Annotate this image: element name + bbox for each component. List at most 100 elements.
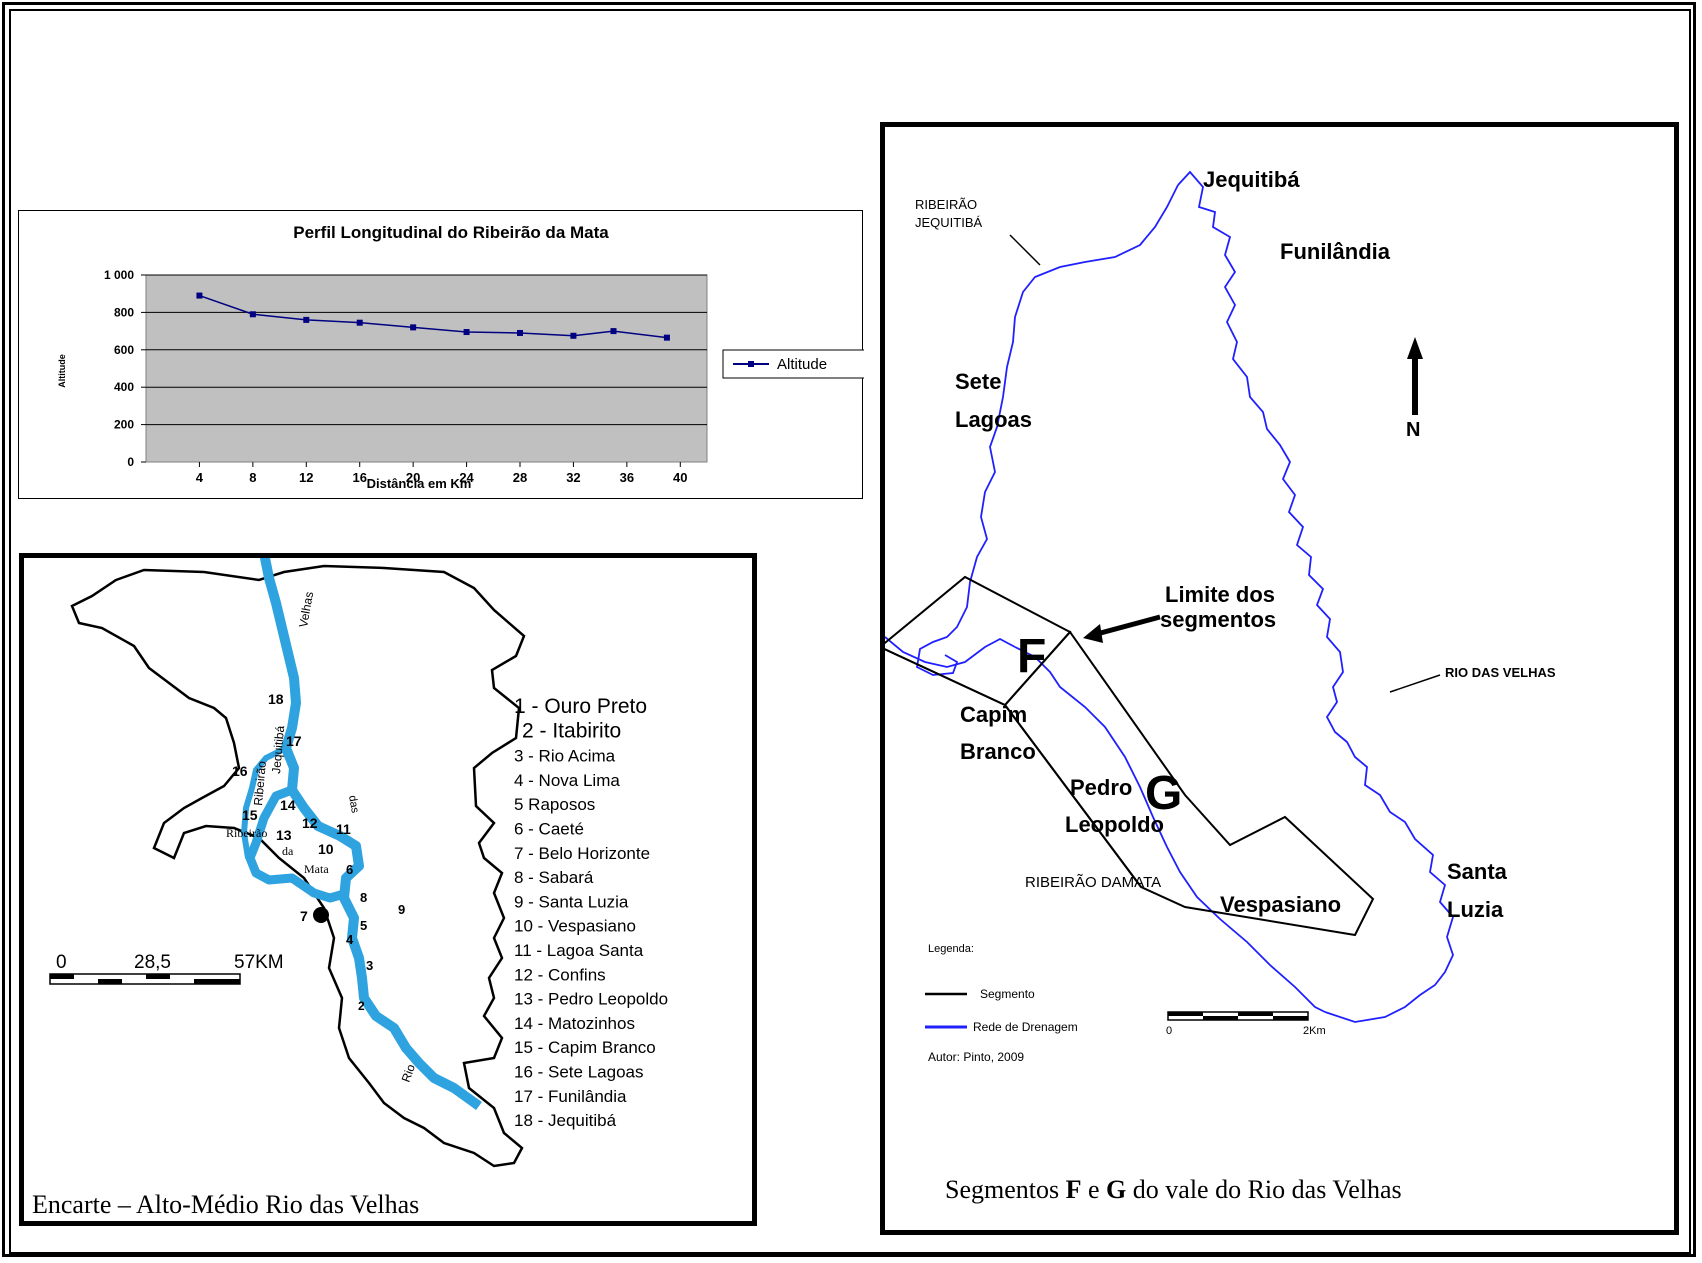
inset-legend-item: 13 - Pedro Leopoldo: [514, 990, 668, 1009]
x-tick-label-32: 32: [566, 470, 580, 485]
map-author: Autor: Pinto, 2009: [928, 1050, 1024, 1064]
label-velhas: Velhas: [296, 591, 316, 629]
inset-scale-bar: 0 28,5 57KM: [49, 952, 284, 985]
ribeirao-da-mata-river: [245, 785, 346, 903]
main-scale-bar: 0 2Km: [1166, 1011, 1326, 1037]
label-ribeirao-vertical: Ribeirão: [251, 760, 269, 806]
river-label-ribeirao: RIBEIRÃO: [915, 197, 977, 212]
city-number-18: 18: [268, 691, 284, 707]
legend-drainage-label: Rede de Drenagem: [973, 1020, 1078, 1034]
city-number-12: 12: [302, 815, 318, 831]
data-point-4: [410, 324, 417, 331]
river-label-jequitiba: JEQUITIBÁ: [915, 215, 983, 230]
town-santa: Santa: [1447, 859, 1508, 884]
city-number-16: 16: [232, 763, 248, 779]
x-tick-label-16: 16: [352, 470, 366, 485]
inset-legend-item: 12 - Confins: [514, 965, 606, 984]
tributary-line: [885, 636, 1016, 668]
label-mata: Mata: [304, 862, 329, 876]
y-tick-label-800: 800: [114, 305, 134, 319]
ribeirao-jequitiba-line: [916, 184, 1179, 676]
legend-title: Legenda:: [928, 943, 974, 955]
city-number-11: 11: [336, 821, 351, 837]
inset-legend-item: 18 - Jequitibá: [514, 1111, 617, 1130]
data-point-3: [356, 319, 363, 326]
x-tick-label-4: 4: [196, 470, 204, 485]
town-funilandia: Funilândia: [1280, 239, 1391, 264]
data-point-2: [303, 316, 310, 323]
data-point-6: [517, 329, 523, 336]
limite-label-2: segmentos: [1160, 607, 1276, 632]
profile-chart-panel: Perfil Longitudinal do Ribeirão da Mata …: [18, 210, 864, 499]
town-branco: Branco: [960, 739, 1036, 764]
north-label: N: [1406, 419, 1420, 441]
plot-area: [145, 274, 708, 463]
city-number-3: 3: [366, 958, 373, 973]
data-point-9: [663, 334, 670, 341]
city-number-2: 2: [358, 999, 365, 1013]
city-number-4: 4: [346, 932, 354, 947]
city-number-8: 8: [360, 890, 367, 905]
inset-legend-item: 1 - Ouro Preto: [514, 695, 647, 718]
altitude-series: [196, 292, 670, 341]
data-point-8: [610, 328, 617, 335]
segment-f-label: F: [1017, 630, 1046, 683]
city-number-6: 6: [346, 862, 353, 877]
y-tick-label-0: 0: [127, 455, 134, 469]
inset-legend-item: 14 - Matozinhos: [514, 1014, 635, 1033]
data-point-7: [570, 332, 577, 339]
scale-label-2: 57KM: [234, 952, 284, 973]
segment-g-label: G: [1145, 767, 1182, 820]
inset-map-panel: 0 28,5 57KM Velhas das Rio Jequitibá Rib…: [19, 553, 757, 1226]
inset-legend-item: 5 Raposos: [514, 795, 595, 814]
town-pedro: Pedro: [1070, 775, 1132, 800]
main-map-panel: F G Limite dos segmentos Jequitibá Funil…: [880, 122, 1679, 1235]
chart-title: Perfil Longitudinal do Ribeirão da Mata: [293, 223, 609, 242]
label-da: da: [282, 844, 294, 858]
inset-legend-item: 4 - Nova Lima: [514, 771, 620, 790]
city-number-10: 10: [318, 841, 334, 857]
city-number-9: 9: [398, 902, 405, 917]
x-tick-label-40: 40: [673, 470, 687, 485]
label-jequitiba: Jequitibá: [269, 725, 287, 774]
inset-legend-item: 10 - Vespasiano: [514, 917, 636, 936]
main-map-caption: Segmentos F e G do vale do Rio das Velha…: [945, 1175, 1402, 1205]
label-ribeirao: Ribeirão: [226, 826, 267, 840]
inset-legend-item: 7 - Belo Horizonte: [514, 844, 650, 863]
y-axis-label: Altitude: [57, 354, 67, 388]
data-point-1: [249, 311, 256, 318]
caption-pre: Segmentos: [945, 1175, 1066, 1204]
city-number-7: 7: [300, 908, 308, 924]
north-arrow: [1407, 337, 1423, 415]
inset-legend-item: 6 - Caeté: [514, 820, 584, 839]
chart-gridlines: [146, 274, 707, 426]
label-das: das: [346, 794, 361, 814]
inset-legend-item: 11 - Lagoa Santa: [514, 941, 644, 960]
caption-g: G: [1106, 1175, 1127, 1204]
inset-legend-item: 9 - Santa Luzia: [514, 892, 629, 911]
label-rio: Rio: [399, 1062, 418, 1084]
segment-g-boundary: [1003, 630, 1375, 937]
main-scale-1: 2Km: [1303, 1025, 1326, 1037]
y-tick-label-600: 600: [114, 343, 134, 357]
ribeirao-jequitiba-pointer: [1009, 234, 1041, 266]
rio-das-velhas-river: [259, 558, 482, 1111]
river-label-ribeirao-mata: RIBEIRÃO DAMATA: [1025, 874, 1161, 891]
city-number-5: 5: [360, 918, 367, 933]
ribeirao-da-mata-line: [1014, 646, 1326, 1013]
x-axis-label: Distância em Km: [367, 476, 472, 491]
limite-arrow: [1092, 614, 1161, 638]
town-luzia: Luzia: [1447, 897, 1504, 922]
segments-map: F G Limite dos segmentos Jequitibá Funil…: [885, 167, 1556, 1064]
town-capim: Capim: [960, 702, 1027, 727]
segment-outer-boundary: [885, 648, 1142, 888]
main-scale-0: 0: [1166, 1025, 1172, 1037]
x-tick-label-8: 8: [249, 470, 256, 485]
river-label-rio-velhas: RIO DAS VELHAS: [1445, 665, 1556, 680]
rio-velhas-pointer: [1389, 674, 1441, 693]
region-boundary: [70, 564, 526, 1168]
town-vespasiano: Vespasiano: [1220, 892, 1341, 917]
x-tick-label-28: 28: [513, 470, 527, 485]
